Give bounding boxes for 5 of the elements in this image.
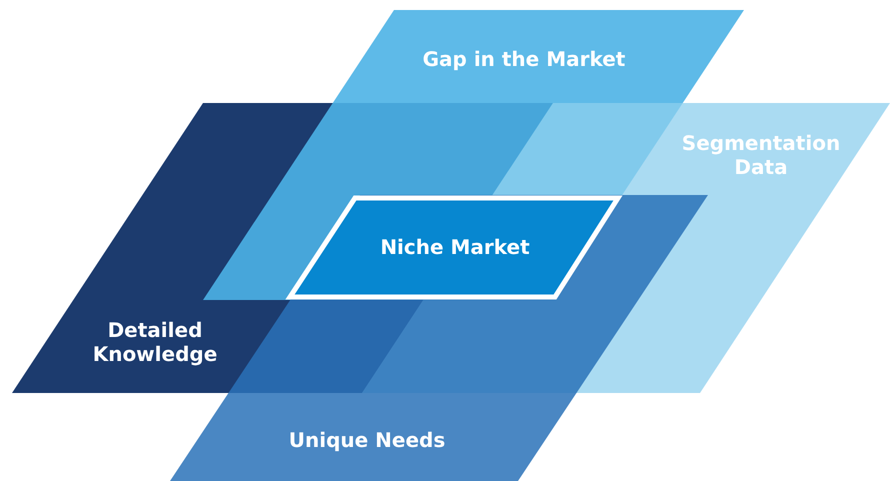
shape-label: Detailed Knowledge	[92, 318, 218, 366]
shape-label: Gap in the Market	[422, 47, 626, 71]
shape-label: Unique Needs	[288, 428, 446, 452]
shape-label: Segmentation Data	[680, 131, 842, 179]
shape-label: Niche Market	[379, 235, 531, 259]
